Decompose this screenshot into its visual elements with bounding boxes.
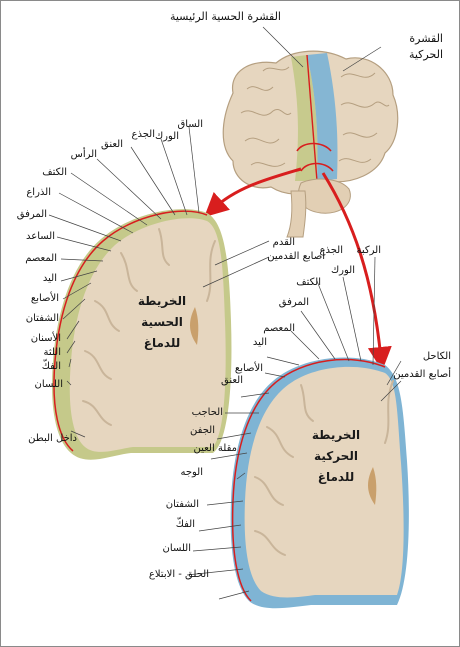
sensory-label-gums: اللثة (43, 347, 61, 358)
sensory-boundary-line (53, 210, 208, 452)
brain-stem (286, 190, 307, 238)
motor-label-shoulder: الكتف (296, 277, 321, 288)
sensory-label-teeth: الأسنان (30, 333, 61, 344)
motor-label-trunk: الجذع (319, 245, 344, 256)
motor-label-face: الوجه (180, 467, 203, 478)
sensory-label-arm: الذراع (26, 187, 51, 198)
motor-label-throat-swallowing: الحلق - الابتلاع (148, 569, 209, 580)
sensory-ventricle (190, 307, 199, 345)
sensory-label-elbow: المرفق (16, 209, 47, 220)
sensory-label-neck: العنق (100, 139, 123, 150)
sensory-map-title: الخريطة الحسية للدماغ (107, 291, 217, 354)
sensory-title-line2: الحسية (141, 315, 183, 329)
arrow-to-sensory-map (204, 167, 302, 218)
arrow-to-motor-map (321, 172, 392, 371)
brain-gyri (240, 66, 390, 167)
motor-label-wrist: المعصم (263, 323, 295, 334)
section-marker-sensory (296, 142, 332, 152)
motor-label-eyeball: مقلة العين (193, 443, 237, 454)
motor-section (230, 357, 409, 609)
motor-label-neck: العنق (220, 375, 243, 386)
leader-lines (48, 26, 402, 600)
motor-label-hand: اليد (252, 337, 267, 348)
sensory-label-shoulder: الكتف (42, 167, 67, 178)
sensory-label-jaw: الفكّ (41, 361, 61, 372)
motor-label-eyelid: الجفن (190, 425, 215, 436)
sensory-label-hand: اليد (42, 273, 57, 284)
motor-label-tongue: اللسان (162, 543, 191, 554)
sensory-label-leg: الساق (177, 119, 203, 130)
section-marker-motor (300, 162, 334, 172)
sensory-label-tongue: اللسان (34, 379, 63, 390)
label-primary-sensory-cortex: القشرة الحسية الرئيسية (169, 10, 281, 23)
motor-ventricle (368, 467, 377, 505)
motor-label-lips: الشفتان (165, 499, 199, 510)
sensory-title-line3: للدماغ (143, 336, 181, 350)
sensory-section (51, 209, 232, 460)
sensory-label-wrist: المعصم (25, 253, 57, 264)
sensory-label-intra-abdominal: داخل البطن (28, 433, 77, 444)
motor-title-line2: الحركية (314, 449, 358, 463)
motor-label-toes: أصابع القدمين (393, 369, 451, 380)
motor-label-brow: الحاجب (191, 407, 223, 418)
sensory-label-forearm: الساعد (25, 231, 55, 242)
motor-boundary-line (231, 358, 386, 602)
sensory-sulci (82, 228, 216, 426)
sensory-label-foot: القدم (272, 237, 295, 248)
label-motor-cortex-line2: الحركية (408, 48, 443, 61)
whole-brain (222, 50, 399, 238)
sensory-label-trunk: الجذع (131, 129, 156, 140)
motor-label-fingers: الأصابع (234, 363, 263, 374)
sensory-title-line1: الخريطة (137, 294, 187, 308)
sensory-section-tissue (69, 218, 226, 452)
motor-label-knee: الركبة (356, 245, 381, 256)
sensory-label-lips: الشفتان (25, 313, 59, 324)
motor-label-jaw: الفكّ (175, 519, 195, 530)
motor-section-tissue (244, 366, 404, 598)
motor-label-hip: الورك (330, 265, 355, 276)
motor-sulci (254, 380, 394, 556)
sensory-label-hip: الورك (154, 131, 179, 142)
motor-label-ankle: الكاحل (422, 351, 451, 362)
motor-label-elbow: المرفق (278, 297, 309, 308)
motor-map-title: الخريطة الحركية للدماغ (281, 425, 391, 488)
motor-title-line1: الخريطة (311, 428, 361, 442)
label-motor-cortex-line1: القشرة (409, 32, 443, 45)
sensory-label-head: الرأس (70, 149, 97, 160)
sensory-label-fingers: الأصابع (30, 293, 59, 304)
motor-title-line3: للدماغ (317, 470, 355, 484)
sensory-label-toes: أصابع القدمين (267, 251, 325, 262)
